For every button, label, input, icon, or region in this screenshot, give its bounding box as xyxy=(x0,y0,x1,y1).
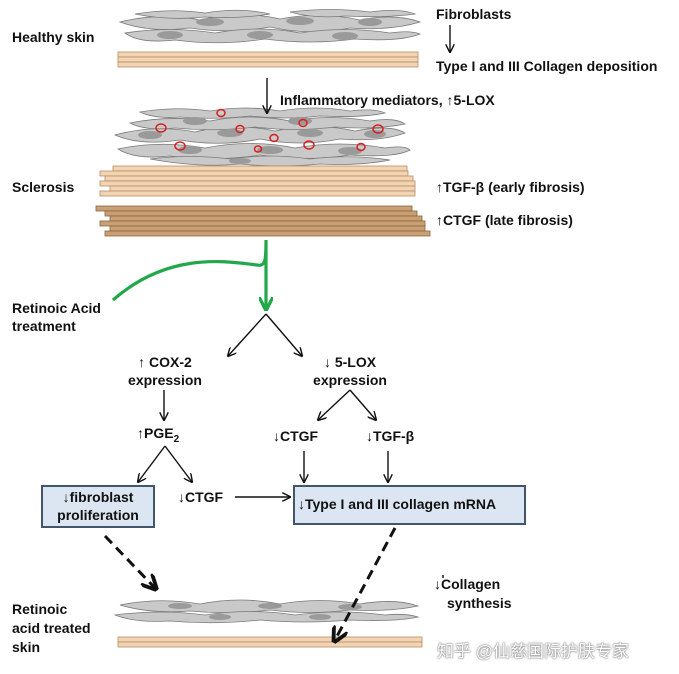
label-ctgf-down-right: ↓CTGF xyxy=(273,428,319,444)
flow-arrows xyxy=(138,25,450,578)
dashed-arrow-mrna-to-skin xyxy=(335,527,397,640)
arrow-split-left xyxy=(228,313,267,356)
label-fibroblasts: Fibroblasts xyxy=(436,6,512,22)
label-pge2: ↑PGE2 xyxy=(137,425,179,448)
label-tgfb-down: ↓TGF-β xyxy=(366,428,415,444)
label-collagen-mrna: ↓Type I and III collagen mRNA xyxy=(298,496,497,512)
collagen-mrna-box xyxy=(293,485,526,525)
label-ra-skin-line2: acid treated xyxy=(12,620,91,636)
arrow-lox-to-ctgf xyxy=(318,389,351,420)
label-collagen-synthesis-line2: synthesis xyxy=(447,595,512,611)
ra-collagen-layer xyxy=(117,636,423,648)
watermark: 知乎 @仙慈国际护肤专家 xyxy=(437,642,629,661)
label-ctgf-late-fibrosis: ↑CTGF (late fibrosis) xyxy=(436,212,573,228)
label-pge2-main: ↑PGE xyxy=(137,425,174,441)
label-fibroblast-proliferation-line1: ↓fibroblast xyxy=(62,489,134,505)
label-5lox-line1: ↓ 5-LOX xyxy=(323,354,377,370)
arrow-lox-to-tgfb xyxy=(349,389,376,420)
label-ra-skin-line3: skin xyxy=(12,639,41,655)
label-collagen-deposition: Type I and III Collagen deposition xyxy=(436,58,658,74)
ra-fibroblast-nuclei xyxy=(168,603,362,620)
healthy-fibroblast-nuclei xyxy=(157,17,382,40)
sclerosis-collagen-light xyxy=(99,165,416,197)
label-fibroblast-proliferation-line2: proliferation xyxy=(57,507,139,523)
dashed-arrow-proliferation-to-skin xyxy=(103,534,155,588)
label-ra-skin-line1: Retinoic xyxy=(12,601,68,617)
fibroblast-proliferation-box xyxy=(41,485,155,528)
label-inflammatory-mediators: Inflammatory mediators, ↑5-LOX xyxy=(280,92,495,108)
label-ra-treatment-line2: treatment xyxy=(12,318,76,334)
label-healthy-skin: Healthy skin xyxy=(12,29,95,45)
inflammatory-cells xyxy=(155,108,384,153)
sclerosis-collagen-dark xyxy=(95,205,431,237)
ra-treatment-arrow xyxy=(111,239,266,308)
label-cox2-line1: ↑ COX-2 xyxy=(138,354,192,370)
label-cox2-line2: expression xyxy=(128,372,202,388)
arrow-split-right xyxy=(265,313,302,356)
label-sclerosis: Sclerosis xyxy=(12,179,75,195)
label-5lox-line2: expression xyxy=(313,372,387,388)
label-ctgf-down-left: ↓CTGF xyxy=(178,489,224,505)
arrow-pge2-to-fibroblast xyxy=(138,445,166,482)
label-pge2-subscript: 2 xyxy=(173,433,180,445)
label-collagen-synthesis-line1: ↓Collagen xyxy=(434,576,501,592)
healthy-collagen-layer xyxy=(117,51,419,68)
label-ra-treatment-line1: Retinoic Acid xyxy=(12,300,101,316)
arrow-pge2-to-ctgf xyxy=(164,445,192,482)
label-tgf-early-fibrosis: ↑TGF-β (early fibrosis) xyxy=(436,179,585,195)
